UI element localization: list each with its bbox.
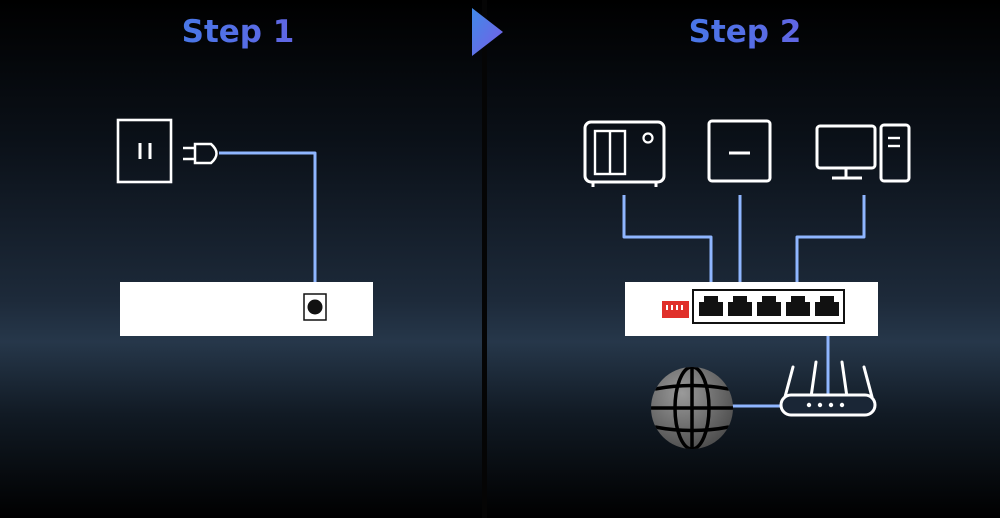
dip-switch-icon bbox=[662, 301, 689, 318]
ethernet-port bbox=[757, 296, 781, 316]
desktop-computer-icon bbox=[815, 123, 911, 183]
ethernet-port bbox=[786, 296, 810, 316]
switch-step-2 bbox=[625, 282, 878, 336]
next-arrow-icon bbox=[472, 8, 503, 56]
power-outlet-icon bbox=[116, 118, 173, 184]
power-plug-icon bbox=[183, 142, 218, 165]
power-cable bbox=[219, 151, 317, 305]
cable-desktop bbox=[795, 195, 866, 303]
step-2-panel bbox=[487, 0, 1000, 518]
step-1-title: Step 1 bbox=[138, 10, 338, 54]
ethernet-port-strip bbox=[692, 289, 845, 324]
switch-step-1 bbox=[120, 282, 373, 336]
ethernet-port bbox=[699, 296, 723, 316]
internet-globe-icon bbox=[651, 367, 733, 449]
dc-power-port bbox=[303, 293, 327, 321]
step-1-panel bbox=[0, 0, 482, 518]
cable-nas bbox=[622, 195, 713, 303]
step-2-title: Step 2 bbox=[645, 10, 845, 54]
ethernet-port bbox=[728, 296, 752, 316]
wifi-router-icon bbox=[779, 360, 877, 417]
panel-divider bbox=[482, 0, 487, 518]
nas-device-icon bbox=[583, 120, 666, 187]
generic-device-icon bbox=[707, 119, 772, 183]
ethernet-port bbox=[815, 296, 839, 316]
